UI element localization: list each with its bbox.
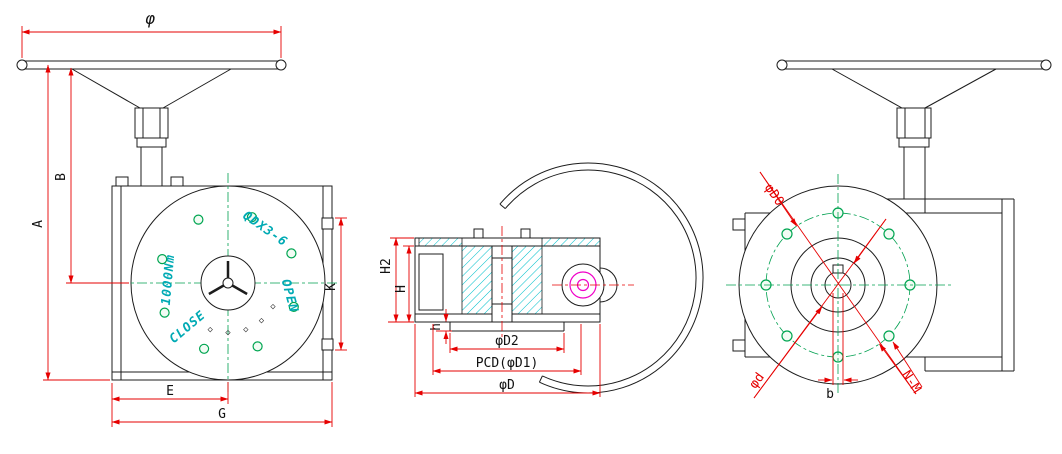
front-dial: QDX3-6 1000Nm OPEN CLOSE ◇ ◇ ◇ ◇ ◇	[118, 173, 338, 393]
dim-h2-label: H2	[379, 258, 394, 274]
bolt-hole-icon	[288, 301, 299, 312]
indicator-mark-icon: ◇	[207, 325, 213, 335]
dim-b-label: B	[54, 173, 69, 181]
flange-hole-icon	[883, 330, 895, 342]
bolt-hole-icon	[252, 341, 263, 352]
indicator-mark-icon: ◇	[225, 328, 231, 338]
dim-d2-label: φD2	[495, 334, 518, 349]
bolt-hole-icon	[199, 343, 210, 354]
dim-h-small-label: h	[429, 323, 444, 331]
front-handwheel	[16, 59, 287, 187]
bolt-hole-icon	[159, 307, 170, 318]
front-view: QDX3-6 1000Nm OPEN CLOSE ◇ ◇ ◇ ◇ ◇ φ A B	[16, 9, 347, 427]
dim-pcd-label: PCD(φD1)	[476, 356, 539, 371]
bolt-hole-icon	[286, 248, 297, 259]
dim-a-label: A	[31, 220, 46, 228]
dim-d-label: φD	[499, 378, 515, 393]
side-dimensions: φD0 φd N-M b	[746, 171, 924, 402]
face-torque-label: 1000Nm	[158, 253, 177, 305]
flange-hole-icon	[781, 228, 793, 240]
side-view: φD0 φd N-M b	[726, 59, 1052, 402]
dim-nm-label: N-M	[898, 368, 923, 396]
indicator-mark-icon: ◇	[270, 302, 276, 312]
dim-b-label: b	[826, 387, 834, 402]
section-dimensions: H2 H h φD2 PCD(φD1) φD	[379, 237, 601, 397]
dim-g-label: G	[218, 407, 226, 422]
side-body	[726, 174, 1015, 396]
position-indicator-icon	[208, 261, 248, 296]
bolt-hole-icon	[246, 212, 257, 223]
dim-d-small-label: φd	[746, 370, 767, 391]
dim-e-label: E	[166, 384, 174, 399]
indicator-mark-icon: ◇	[259, 316, 265, 326]
section-body	[414, 226, 634, 338]
front-dimensions: φ A B E G K	[21, 9, 347, 427]
bolt-hole-icon	[157, 254, 168, 265]
dim-k-label: K	[324, 283, 339, 291]
flange-hole-icon	[883, 228, 895, 240]
flange-hole-icon	[781, 330, 793, 342]
section-handwheel-arc	[499, 162, 704, 394]
side-handwheel	[776, 59, 1052, 200]
dim-h-label: H	[394, 285, 409, 293]
section-view: H2 H h φD2 PCD(φD1) φD	[379, 162, 704, 397]
indicator-mark-icon: ◇	[243, 325, 249, 335]
bolt-hole-icon	[193, 214, 204, 225]
dim-wheel-diameter-label: φ	[145, 9, 155, 28]
